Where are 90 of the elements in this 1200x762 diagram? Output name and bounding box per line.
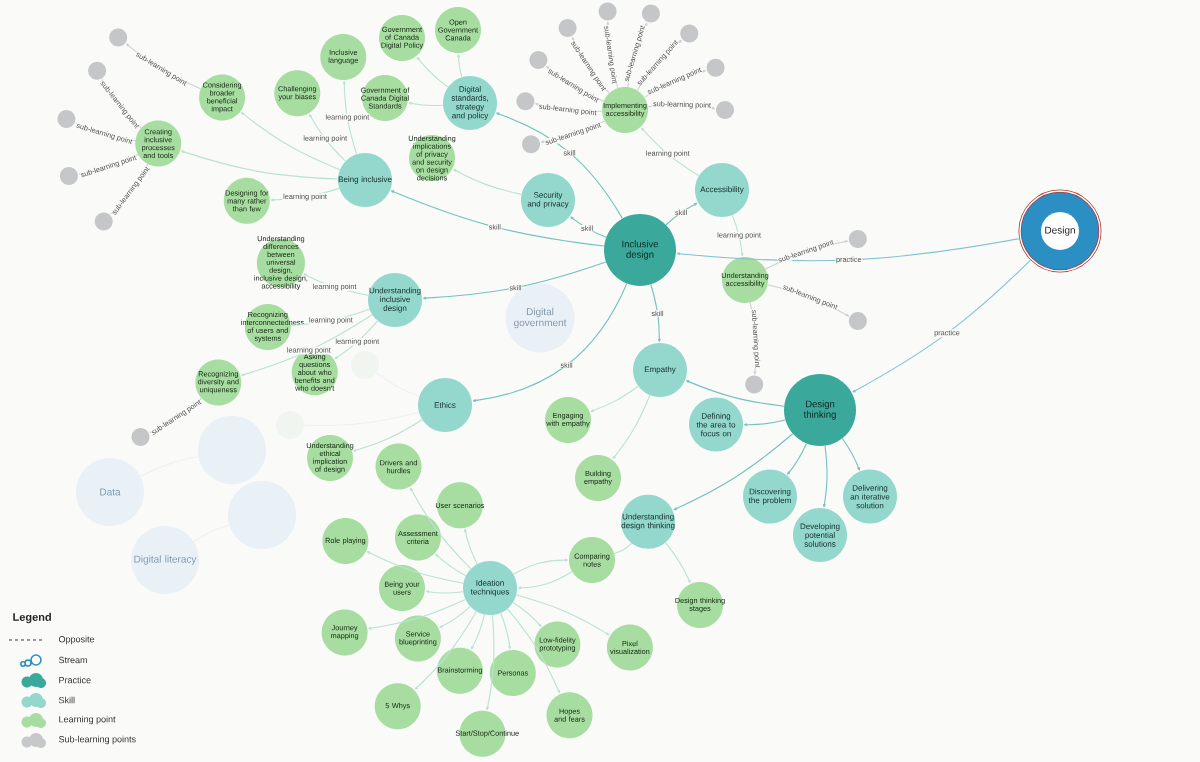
arrow <box>506 608 561 694</box>
arrow <box>240 112 341 171</box>
sub-learning-point-node <box>88 61 107 80</box>
sub-learning-point-node <box>109 28 128 47</box>
sub-learning-point-node <box>516 92 535 111</box>
arrow <box>470 614 485 650</box>
sub-learning-point-node <box>522 135 540 154</box>
arrow <box>180 150 339 180</box>
arrow <box>464 528 478 565</box>
arrow <box>435 553 467 577</box>
arrow <box>334 320 379 360</box>
sub-learning-point-node <box>131 427 150 446</box>
sub-learning-point-node <box>716 101 734 119</box>
arrow <box>486 614 495 711</box>
arrow <box>641 127 700 177</box>
arrow <box>500 612 512 650</box>
skill-node: Defining the area to focus on <box>689 397 743 452</box>
skill-node: Being inclusive <box>338 153 392 207</box>
sub-learning-point-node <box>745 375 764 394</box>
arrow <box>822 445 828 508</box>
skill-node: Empathy <box>633 343 687 397</box>
practice-node: Inclusive design <box>604 214 676 286</box>
sub-learning-point-node <box>680 24 699 43</box>
arrow <box>408 101 444 107</box>
arrow <box>414 611 477 690</box>
sub-learning-point-node <box>848 230 867 248</box>
arrow <box>409 487 472 570</box>
arrow <box>425 590 464 594</box>
faded-node: Data <box>76 458 144 526</box>
skill-node: Understanding design thinking <box>621 494 676 549</box>
arrow <box>472 283 628 402</box>
sub-learning-point-node <box>558 19 577 38</box>
legend-label: Skill <box>58 696 75 704</box>
sub-learning-point-node <box>641 4 660 23</box>
arrow <box>787 443 807 475</box>
faded-node: Digital literacy <box>131 526 199 594</box>
arrow <box>673 433 794 511</box>
sub-learning-point-node <box>94 212 113 231</box>
stream-node: Design <box>1018 189 1102 273</box>
skill-node: Understanding inclusive design <box>368 273 422 327</box>
sub-learning-point-node <box>529 51 548 69</box>
arrow <box>650 283 661 343</box>
skill-node: Security and privacy <box>521 173 575 227</box>
arrow <box>512 601 542 627</box>
arrow <box>517 571 573 590</box>
arrow <box>841 437 860 471</box>
arrow <box>368 598 466 630</box>
arrow <box>590 385 639 412</box>
skill-node: Ideation techniques <box>463 561 517 615</box>
arrow <box>515 594 610 636</box>
skill-node: Discovering the problem <box>743 469 797 524</box>
sub-learning-point-node <box>706 58 725 77</box>
arrow <box>342 80 358 155</box>
legend-label: Practice <box>59 676 91 684</box>
arrow <box>457 53 463 78</box>
legend-label: Sub-learning points <box>58 735 136 745</box>
arrow <box>352 419 423 452</box>
sub-learning-point-node <box>57 109 76 128</box>
sub-learning-point-node <box>59 167 78 185</box>
legend-label: Stream <box>58 656 87 664</box>
arrow <box>676 237 1021 262</box>
arrow <box>416 56 449 88</box>
arrow <box>422 261 607 300</box>
legend-title: Legend <box>13 612 51 624</box>
arrow <box>453 168 522 195</box>
arrow <box>612 394 651 460</box>
arrow <box>512 558 569 575</box>
arrow <box>366 551 464 584</box>
arrow <box>743 419 786 427</box>
arrow <box>570 216 607 238</box>
skill-node: Accessibility <box>695 163 749 217</box>
skill-node: Ethics <box>418 378 472 432</box>
sub-learning-point-node <box>848 312 867 330</box>
arrow <box>390 190 605 247</box>
arrow <box>665 542 691 584</box>
skill-node: Developing potential solutions <box>793 508 847 562</box>
sub-learning-point-node <box>598 2 617 21</box>
arrow <box>439 606 471 628</box>
arrow <box>665 202 698 226</box>
arrow <box>685 380 785 407</box>
legend-label: Learning point <box>59 715 116 725</box>
arrow <box>241 314 373 376</box>
arrow <box>309 113 346 162</box>
arrow <box>496 112 623 219</box>
arrow <box>731 214 744 257</box>
legend-label: Opposite <box>58 635 95 645</box>
arrow <box>852 258 1032 393</box>
practice-node: Design thinking <box>784 374 856 446</box>
skill-node: Delivering an iterative solution <box>843 469 897 524</box>
skill-node: Digital standards, strategy and policy <box>443 76 497 130</box>
